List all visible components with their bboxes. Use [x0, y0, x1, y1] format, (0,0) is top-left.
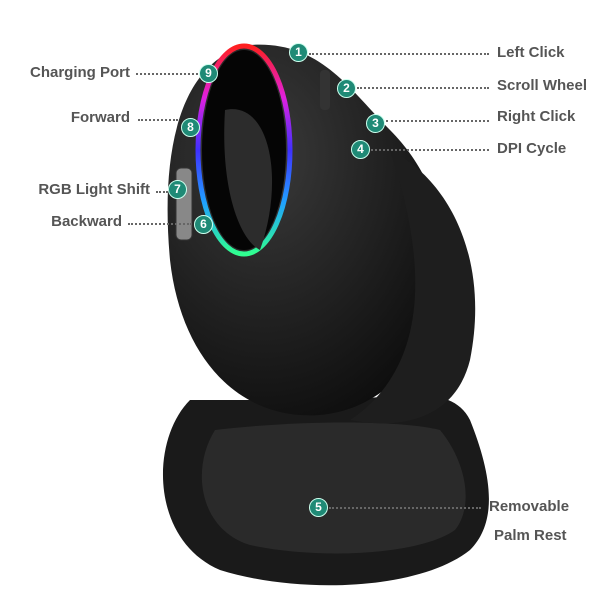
label-backward: Backward: [51, 213, 122, 230]
badge-5: 5: [309, 498, 328, 517]
label-scroll-wheel: Scroll Wheel: [497, 77, 588, 94]
badge-7: 7: [168, 180, 187, 199]
badge-1: 1: [289, 43, 308, 62]
label-charging-port: Charging Port: [30, 64, 130, 81]
label-right-click: Right Click: [497, 108, 576, 125]
leader-line: [138, 119, 178, 121]
leader-line: [309, 53, 489, 55]
label-palm-rest: Palm Rest: [494, 527, 567, 544]
badge-3: 3: [366, 114, 385, 133]
label-rgb-light-shift: RGB Light Shift: [38, 181, 150, 198]
badge-2: 2: [337, 79, 356, 98]
label-forward: Forward: [70, 109, 130, 126]
badge-8: 8: [181, 118, 200, 137]
badge-4: 4: [351, 140, 370, 159]
leader-line: [371, 149, 489, 151]
badge-9: 9: [199, 64, 218, 83]
label-removable: Removable: [489, 498, 570, 515]
leader-line: [329, 507, 481, 509]
leader-line: [128, 223, 192, 225]
badge-6: 6: [194, 215, 213, 234]
label-left-click: Left Click: [497, 44, 565, 61]
side-buttons: [175, 167, 193, 241]
leader-line: [357, 87, 489, 89]
leader-line: [136, 73, 198, 75]
leader-line: [156, 191, 168, 193]
rgb-light-ring: [195, 43, 293, 257]
leader-line: [386, 120, 489, 122]
label-dpi-cycle: DPI Cycle: [497, 140, 567, 157]
